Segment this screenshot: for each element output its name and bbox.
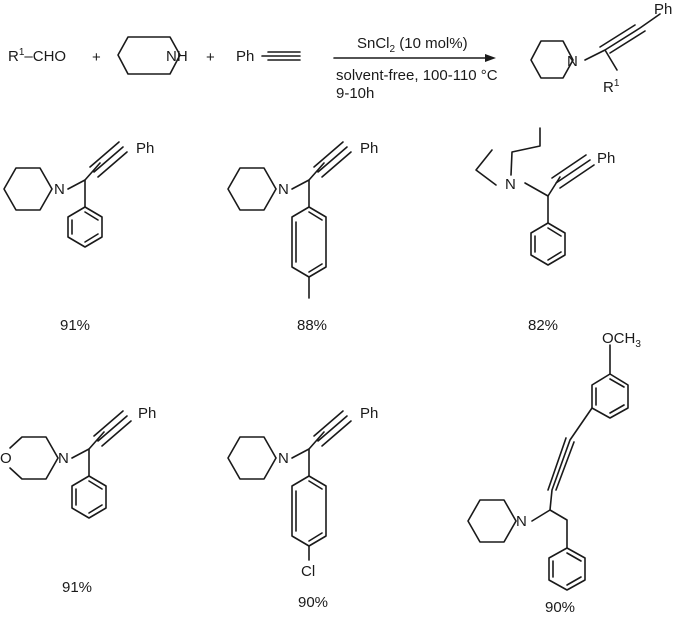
- reaction-arrow: [333, 54, 496, 62]
- conditions-line-3: 9-10h: [336, 85, 374, 102]
- compound-6: N OCH3 90%: [467, 330, 641, 616]
- piperidine-reactant: NH: [117, 36, 188, 75]
- reaction-equation: R1–CHO + NH + Ph SnCl2 (10 mol%) solvent…: [8, 1, 672, 102]
- compound-3-ph-label: Ph: [597, 150, 615, 167]
- compound-1-ph-label: Ph: [136, 140, 154, 157]
- catalyst-label: SnCl2 (10 mol%): [357, 35, 468, 55]
- compound-4-ph-label: Ph: [138, 405, 156, 422]
- product-n-label: N: [567, 53, 578, 70]
- compound-2: N Ph 88%: [227, 140, 378, 334]
- plus-sign-1: +: [92, 49, 101, 66]
- compound-1: N Ph 91%: [3, 140, 154, 334]
- compound-4: N O Ph 91%: [0, 405, 156, 596]
- compound-3-yield: 82%: [528, 317, 558, 334]
- reactant-ph-label: Ph: [236, 48, 254, 65]
- compound-3: N Ph 82%: [475, 127, 615, 334]
- compound-2-ph-label: Ph: [360, 140, 378, 157]
- reactant-nh-label: NH: [166, 48, 188, 65]
- compound-1-yield: 91%: [60, 317, 90, 334]
- plus-sign-2: +: [206, 49, 215, 66]
- phenylacetylene-reactant: Ph: [236, 48, 301, 65]
- compound-4-yield: 91%: [62, 579, 92, 596]
- compound-6-och3-label: OCH3: [602, 330, 641, 350]
- compound-5-ph-label: Ph: [360, 405, 378, 422]
- compound-2-n-label: N: [278, 181, 289, 198]
- compound-4-o-label: O: [0, 450, 12, 467]
- product-ph-label: Ph: [654, 1, 672, 18]
- aldehyde-label: R1–CHO: [8, 47, 66, 65]
- compound-4-n-label: N: [58, 450, 69, 467]
- compound-5-yield: 90%: [298, 594, 328, 611]
- conditions-line-2: solvent-free, 100-110 °C: [336, 67, 498, 84]
- compound-1-n-label: N: [54, 181, 65, 198]
- compound-5-cl-label: Cl: [301, 563, 315, 580]
- compound-6-n-label: N: [516, 513, 527, 530]
- compound-2-yield: 88%: [297, 317, 327, 334]
- compound-5-n-label: N: [278, 450, 289, 467]
- general-product: N Ph R1: [530, 1, 672, 96]
- compound-5: N Ph Cl 90%: [227, 405, 378, 611]
- compound-3-n-label: N: [505, 176, 516, 193]
- compound-6-yield: 90%: [545, 599, 575, 616]
- product-r1-label: R1: [603, 78, 620, 96]
